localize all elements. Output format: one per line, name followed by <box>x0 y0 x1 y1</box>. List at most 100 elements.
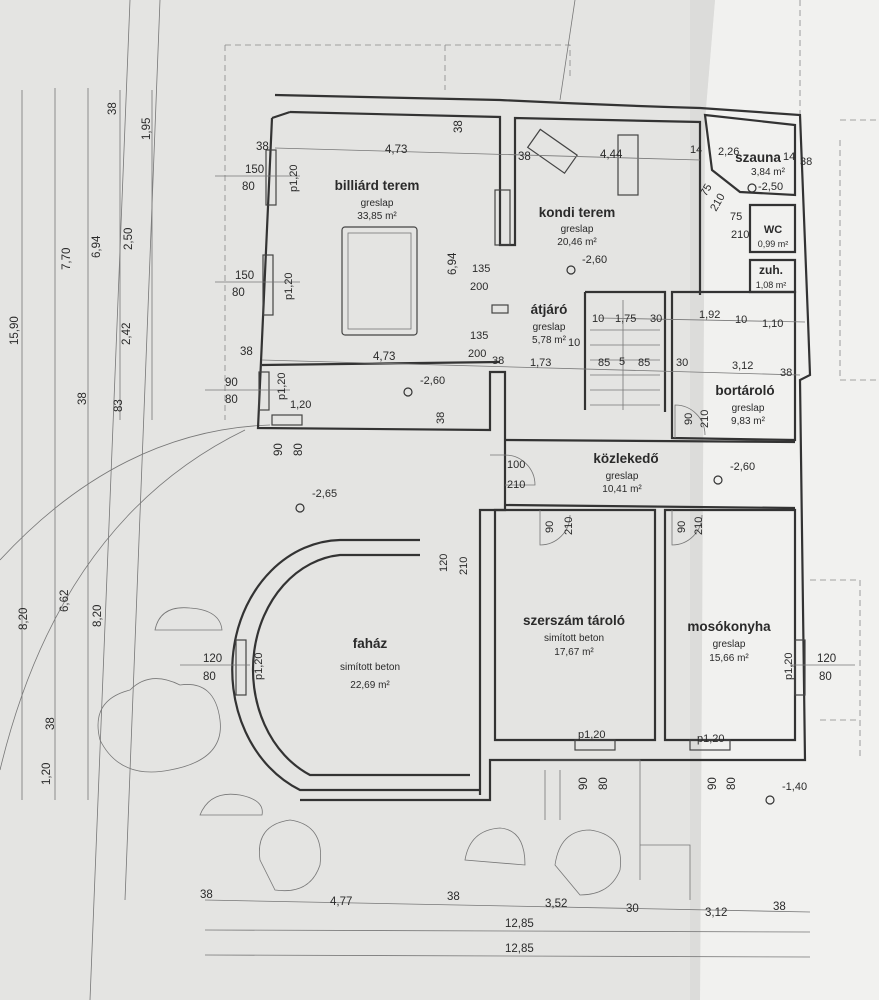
room-area: 9,83 m² <box>731 416 766 427</box>
dim-label: 4,73 <box>385 144 407 156</box>
room-floor: greslap <box>606 471 639 482</box>
room-area: 3,84 m² <box>751 167 786 178</box>
dim-label: p1,20 <box>783 652 795 680</box>
dim-label: 38 <box>447 891 460 903</box>
dim-label: 80 <box>232 287 245 299</box>
dim-label: 83 <box>113 399 125 412</box>
dim-label: 150 <box>235 270 254 282</box>
room-area: 17,67 m² <box>554 647 594 658</box>
dim-label: 85 <box>638 357 650 369</box>
room-area: 0,99 m² <box>758 239 789 249</box>
dim-label: 10 <box>735 314 747 326</box>
dim-label: 210 <box>699 410 711 428</box>
dim-label: 38 <box>256 141 269 153</box>
dimension-lines <box>21 88 855 958</box>
room-name: közlekedő <box>593 451 658 466</box>
dim-label: 90 <box>578 777 590 790</box>
dim-label: 120 <box>438 554 450 572</box>
dim-label: 1,75 <box>615 313 636 325</box>
dims-left: 15,90 8,20 38 1,20 7,70 6,62 6,94 38 8,2… <box>9 102 153 785</box>
dim-label: 3,12 <box>732 360 753 372</box>
dim-label: p1,20 <box>253 652 265 680</box>
dim-label: 75 <box>730 211 742 223</box>
dim-label: 6,94 <box>91 235 103 258</box>
dims-center: 135 200 135 200 38 1,73 10 10 1,75 30 85… <box>468 263 792 379</box>
dim-label: 80 <box>819 671 832 683</box>
door-swings <box>490 404 706 546</box>
room-area: 5,78 m² <box>532 335 567 346</box>
dim-label: 90 <box>683 413 695 425</box>
dim-label: 10 <box>592 313 604 325</box>
dim-label: 38 <box>240 346 253 358</box>
dim-label: 30 <box>650 313 662 325</box>
room-name: faház <box>353 636 388 651</box>
dim-label: 90 <box>707 777 719 790</box>
level-label: -2,50 <box>758 181 783 193</box>
dim-label: 80 <box>203 671 216 683</box>
dim-label: 38 <box>200 889 213 901</box>
dim-label: 38 <box>77 392 89 405</box>
room-name: szerszám tároló <box>523 613 625 628</box>
room-area: 15,66 m² <box>709 653 749 664</box>
dim-label: 1,92 <box>699 309 720 321</box>
dim-label: 135 <box>472 263 490 275</box>
dims-lower: 120 80 p1,20 p1,20 120 80 p1,20 90 80 p1… <box>203 652 836 790</box>
dim-label: 90 <box>544 521 556 533</box>
dim-label: p1,20 <box>697 733 725 745</box>
dim-label: 210 <box>731 229 749 241</box>
furnishings <box>97 128 706 900</box>
room-floor: greslap <box>713 639 746 650</box>
room-floor: greslap <box>732 403 765 414</box>
dim-label: p1,20 <box>283 272 295 300</box>
dim-label: 80 <box>225 394 238 406</box>
room-area: 10,41 m² <box>602 484 642 495</box>
dim-label: 38 <box>435 412 447 424</box>
dim-label: 10 <box>568 337 580 349</box>
dim-label: 1,20 <box>290 399 311 411</box>
dim-label: 2,42 <box>121 323 133 345</box>
dim-label: 200 <box>468 348 486 360</box>
paper-fold-light <box>700 0 879 1000</box>
level-label: -2,65 <box>312 488 337 500</box>
dim-label: 1,10 <box>762 318 783 330</box>
room-area: 20,46 m² <box>557 237 597 248</box>
room-area: 33,85 m² <box>357 211 397 222</box>
billiard-table <box>341 226 418 336</box>
dim-label: p1,20 <box>288 164 300 192</box>
dim-label: 90 <box>676 521 688 533</box>
dim-label: 38 <box>45 717 57 730</box>
dim-label: 6,94 <box>447 252 459 275</box>
dim-label: 4,77 <box>330 896 352 908</box>
dims-doors: 90 210 100 210 90 210 90 210 120 210 <box>438 410 711 575</box>
room-floor: greslap <box>361 198 394 209</box>
stairs <box>590 300 660 410</box>
dims-top: 38 4,73 38 38 4,44 14 2,26 14 38 <box>256 120 812 168</box>
room-floor: simított beton <box>340 662 400 673</box>
dim-label: 4,73 <box>373 351 395 363</box>
dims-sauna: 75 210 75 210 <box>698 182 749 241</box>
dim-label: 38 <box>800 156 812 168</box>
dim-label: 2,50 <box>123 228 135 250</box>
dim-label: 210 <box>507 479 525 491</box>
room-name: szauna <box>735 150 781 165</box>
dim-label: 7,70 <box>61 248 73 270</box>
dim-label: 5 <box>619 356 625 368</box>
dim-label: 38 <box>492 355 504 367</box>
dim-label: 1,95 <box>141 118 153 140</box>
dim-label: 200 <box>470 281 488 293</box>
dim-label: 210 <box>693 517 705 535</box>
dim-label: 14 <box>690 144 702 156</box>
dim-label: 120 <box>817 653 836 665</box>
dim-label: 15,90 <box>9 316 21 345</box>
windows <box>235 149 806 751</box>
dim-label: 120 <box>203 653 222 665</box>
room-name: zuh. <box>759 263 783 277</box>
dim-label: 8,20 <box>92 605 104 627</box>
room-name: billiárd terem <box>335 178 420 193</box>
dim-label: 3,12 <box>705 907 727 919</box>
gym-equipment <box>526 128 578 175</box>
level-label: -2,60 <box>420 375 445 387</box>
room-area: 22,69 m² <box>350 680 390 691</box>
dim-label: p1,20 <box>578 729 606 741</box>
